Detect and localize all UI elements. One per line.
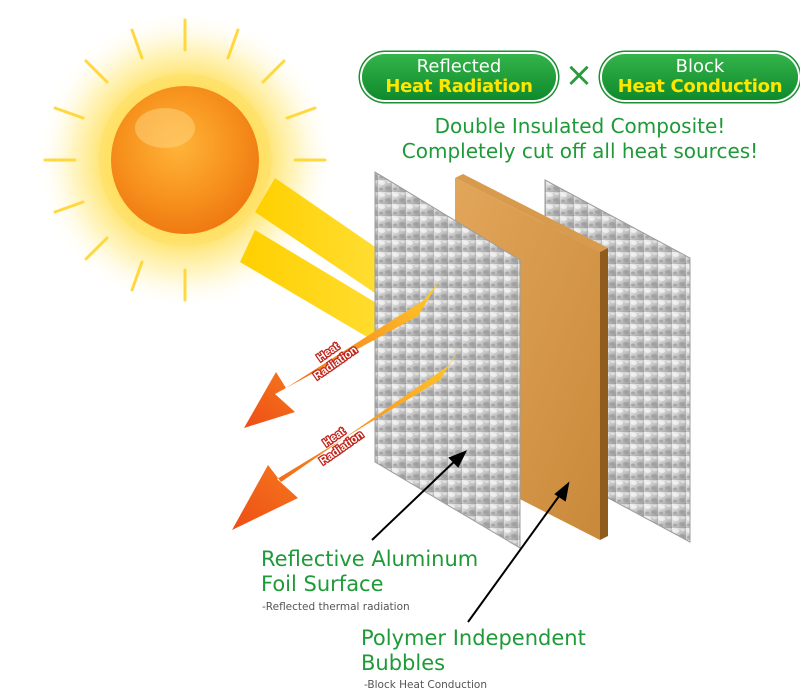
heat-arrow-icon bbox=[232, 280, 462, 530]
right-pill-line1: Block bbox=[675, 56, 725, 77]
left-pill-line2: Heat Radiation bbox=[385, 76, 533, 97]
tagline-secondary: Completely cut off all heat sources! bbox=[401, 139, 759, 163]
bubble-callout-line1: Polymer Independent bbox=[361, 626, 586, 650]
right-pill-line2: Heat Conduction bbox=[617, 76, 783, 97]
callout-pointers bbox=[371, 450, 570, 623]
heat-arrow-label-2: Heat Radiation bbox=[316, 424, 367, 468]
bubble-callout-title: Polymer Independent Bubbles bbox=[361, 626, 621, 676]
foil-callout-line2: Foil Surface bbox=[261, 572, 384, 596]
foil-callout-line1: Reflective Aluminum bbox=[261, 547, 479, 571]
reflected-heat-radiation-badge: Reflected Heat Radiation bbox=[362, 54, 556, 100]
left-pill-line1: Reflected bbox=[416, 56, 502, 77]
foil-callout-subtitle: -Reflected thermal radiation bbox=[262, 601, 410, 613]
bubble-callout-subtitle: -Block Heat Conduction bbox=[364, 679, 488, 691]
block-heat-conduction-badge: Block Heat Conduction bbox=[602, 54, 798, 100]
bubble-callout-line2: Bubbles bbox=[361, 651, 446, 675]
foil-callout-title: Reflective Aluminum Foil Surface bbox=[261, 547, 521, 597]
times-icon: × bbox=[564, 55, 594, 95]
heat-arrow-label-1: Heat Radiation bbox=[310, 339, 361, 383]
tagline-primary: Double Insulated Composite! bbox=[434, 114, 726, 138]
foil-layer-front bbox=[374, 171, 521, 549]
sun-icon bbox=[35, 10, 335, 310]
